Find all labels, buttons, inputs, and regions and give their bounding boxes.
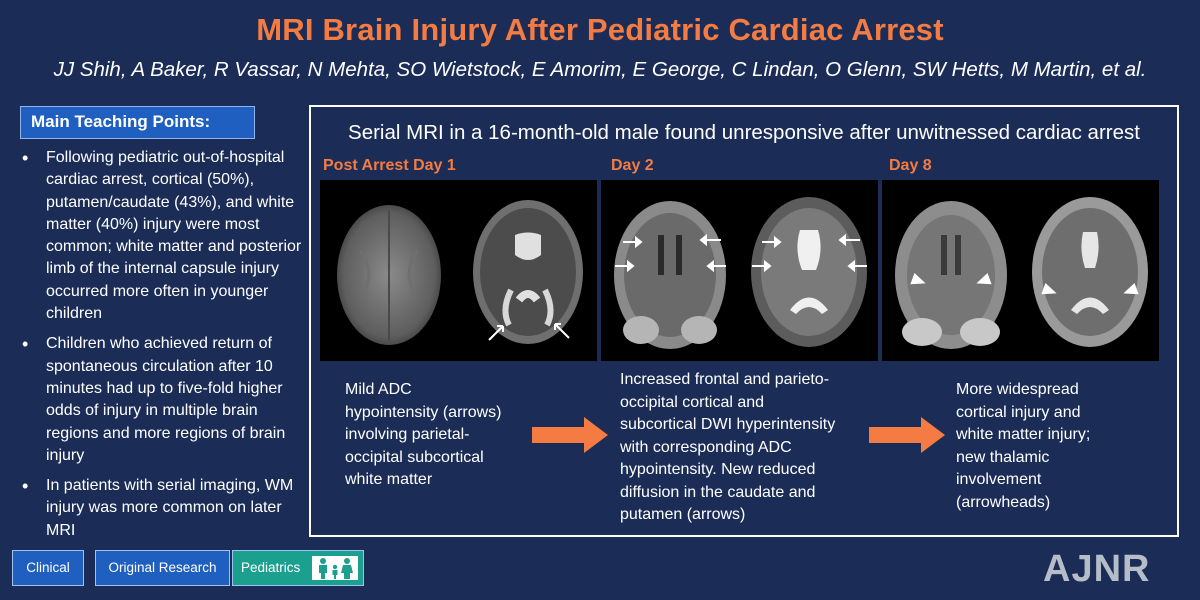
description-line: More widespread bbox=[956, 381, 1079, 398]
day-2-description: Increased frontal and parieto- occipital… bbox=[620, 369, 870, 527]
description-line: with corresponding ADC bbox=[620, 438, 792, 456]
description-line: hypointensity. New reduced bbox=[620, 461, 816, 478]
day-label-2: Day 2 bbox=[611, 157, 654, 174]
mri-images-day-2 bbox=[601, 180, 878, 361]
teaching-point: Children who achieved return of spontane… bbox=[18, 333, 303, 467]
teaching-point: In patients with serial imaging, WM inju… bbox=[18, 475, 303, 542]
tag-original-research[interactable]: Original Research bbox=[95, 550, 230, 586]
adc-scan-image bbox=[751, 197, 867, 347]
adc-scan-image bbox=[1032, 197, 1148, 347]
tag-pediatrics-label: Pediatrics bbox=[241, 560, 301, 575]
teaching-points-header: Main Teaching Points: bbox=[20, 106, 255, 139]
description-line: subcortical DWI hyperintensity bbox=[620, 416, 836, 433]
day-1-description: Mild ADC hypointensity (arrows) involvin… bbox=[345, 379, 535, 492]
teaching-points-list: Following pediatric out-of-hospital card… bbox=[18, 147, 303, 550]
description-line: diffusion in the caudate and bbox=[620, 483, 816, 501]
description-line: (arrowheads) bbox=[956, 493, 1051, 511]
description-line: Increased frontal and parieto- bbox=[620, 371, 830, 388]
figure-title: Serial MRI in a 16-month-old male found … bbox=[348, 121, 1140, 144]
day-label-1: Post Arrest Day 1 bbox=[323, 157, 456, 174]
description-line: involvement bbox=[956, 471, 1042, 488]
description-line: white matter injury; bbox=[956, 426, 1091, 443]
mri-images-day-8 bbox=[882, 180, 1159, 361]
dwi-scan-image bbox=[895, 201, 1007, 349]
description-line: occipital subcortical bbox=[345, 448, 484, 466]
day-label-8: Day 8 bbox=[889, 157, 932, 174]
family-icon bbox=[312, 556, 358, 580]
description-line: new thalamic bbox=[956, 448, 1050, 466]
mri-images-day-1 bbox=[320, 180, 597, 361]
tag-pediatrics[interactable]: Pediatrics bbox=[232, 550, 364, 586]
page-title: MRI Brain Injury After Pediatric Cardiac… bbox=[256, 12, 944, 47]
description-line: hypointensity (arrows) bbox=[345, 403, 502, 421]
right-arrow-icon bbox=[532, 417, 608, 453]
right-arrow-icon bbox=[869, 417, 945, 453]
description-line: Mild ADC bbox=[345, 381, 412, 398]
adc-scan-image bbox=[473, 200, 583, 344]
dwi-scan-image bbox=[337, 205, 441, 345]
dwi-scan-image bbox=[614, 201, 726, 349]
day-8-description: More widespread cortical injury and whit… bbox=[956, 379, 1156, 514]
author-list: JJ Shih, A Baker, R Vassar, N Mehta, SO … bbox=[53, 58, 1147, 81]
mri-figure-panel: Serial MRI in a 16-month-old male found … bbox=[309, 105, 1179, 537]
description-line: white matter bbox=[345, 471, 433, 488]
teaching-point: Following pediatric out-of-hospital card… bbox=[18, 147, 303, 325]
description-line: cortical injury and bbox=[956, 403, 1081, 421]
description-line: putamen (arrows) bbox=[620, 506, 746, 523]
tag-clinical[interactable]: Clinical bbox=[12, 550, 84, 586]
description-line: involving parietal- bbox=[345, 426, 470, 443]
ajnr-logo: AJNR bbox=[1043, 548, 1151, 590]
description-line: occipital cortical and bbox=[620, 393, 765, 411]
